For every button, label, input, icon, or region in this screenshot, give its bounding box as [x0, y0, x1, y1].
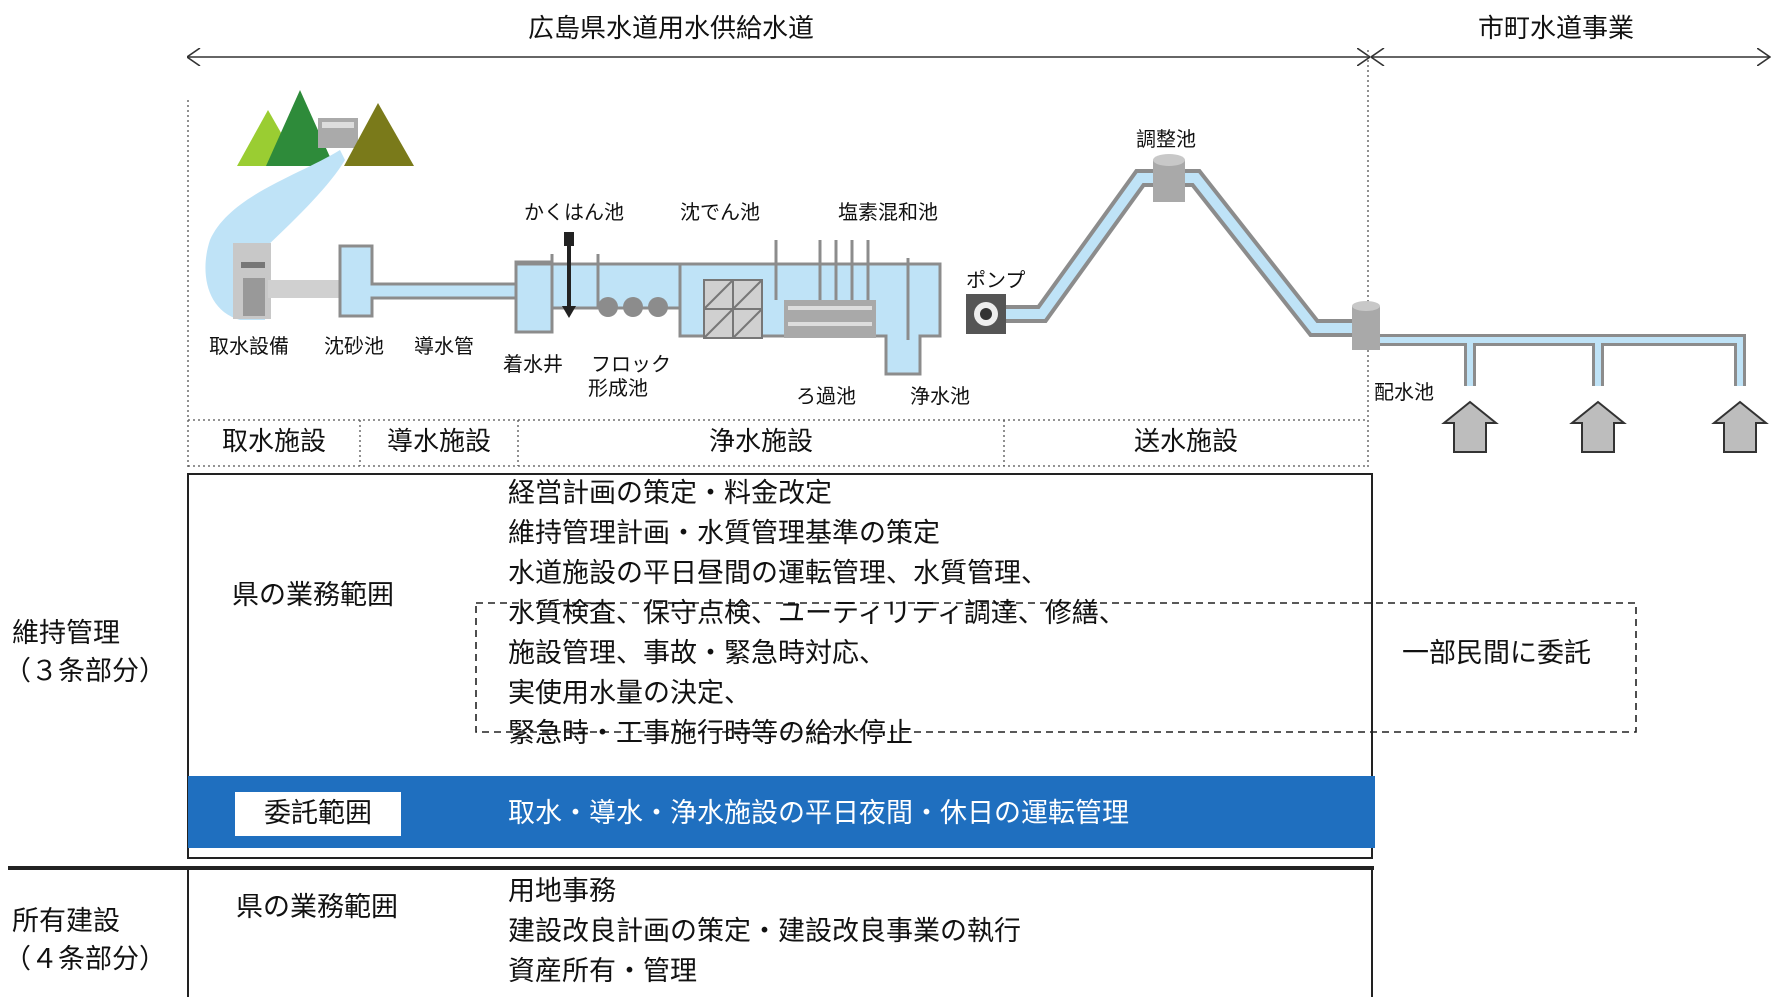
task-item: 維持管理計画・水質管理基準の策定	[508, 518, 940, 549]
outsourced-dashed-box	[475, 602, 1637, 733]
outsourced-note: 一部民間に委託	[1402, 638, 1591, 669]
task-item: 資産所有・管理	[508, 956, 697, 987]
contract-scope-text: 取水・導水・浄水施設の平日夜間・休日の運転管理	[508, 798, 1129, 829]
label-settling-basin: 沈砂池	[324, 334, 384, 358]
label-mixing-basin: かくはん池	[524, 200, 624, 224]
task-item: 水道施設の平日昼間の運転管理、水質管理、	[508, 558, 1048, 589]
section-transmission: 送水施設	[1133, 427, 1238, 457]
label-conduit: 導水管	[414, 334, 474, 358]
sedimentation-plates-icon	[703, 279, 763, 339]
maintenance-box	[187, 473, 1373, 859]
ownership-task-list: 用地事務 建設改良計画の策定・建設改良事業の執行 資産所有・管理	[508, 872, 1021, 992]
label-pump: ポンプ	[966, 268, 1026, 292]
mixer-icon	[562, 232, 576, 318]
task-item: 施設管理、事故・緊急時対応、	[508, 638, 886, 669]
task-item: 緊急時・工事施行時等の給水停止	[508, 718, 913, 749]
label-floc-basin-1: フロック	[591, 352, 671, 376]
maintenance-label-line2: （３条部分）	[4, 656, 166, 687]
label-filtration: ろ過池	[796, 384, 856, 408]
label-clear-water: 浄水池	[910, 384, 970, 408]
pump-icon	[966, 294, 1006, 334]
label-receiving-well: 着水井	[503, 352, 563, 376]
ownership-label-line1: 所有建設	[12, 906, 120, 937]
task-item: 経営計画の策定・料金改定	[508, 478, 832, 509]
maintenance-scope-label: 県の業務範囲	[232, 580, 394, 611]
label-distribution-reservoir: 配水池	[1374, 380, 1434, 404]
intake-building-icon	[233, 243, 340, 319]
ownership-scope-label: 県の業務範囲	[236, 892, 398, 923]
label-chlorine-mixing: 塩素混和池	[838, 200, 938, 224]
label-floc-basin-2: 形成池	[588, 376, 648, 400]
contract-scope-label: 委託範囲	[235, 792, 401, 836]
maintenance-label-line1: 維持管理	[12, 618, 120, 649]
section-conduit: 導水施設	[386, 427, 491, 457]
label-regulating-reservoir: 調整池	[1136, 127, 1196, 151]
mountains-icon	[237, 90, 414, 166]
filter-bed-icon	[784, 300, 876, 338]
ownership-label-line2: （４条部分）	[4, 944, 166, 975]
task-item: 水質検査、保守点検、ユーティリティ調達、修繕、	[508, 598, 1126, 629]
label-intake-equipment: 取水設備	[209, 334, 289, 358]
distribution-reservoir-icon	[1352, 301, 1380, 350]
section-intake: 取水施設	[221, 427, 326, 457]
prefecture-header: 広島県水道用水供給水道	[528, 14, 815, 44]
label-sedimentation: 沈でん池	[680, 200, 760, 224]
maintenance-task-list: 経営計画の策定・料金改定 維持管理計画・水質管理基準の策定 水道施設の平日昼間の…	[508, 474, 1126, 754]
task-item: 実使用水量の決定、	[508, 678, 751, 709]
task-item: 用地事務	[508, 876, 616, 907]
distribution-pipe	[1380, 334, 1746, 386]
municipal-header: 市町水道事業	[1478, 14, 1635, 44]
household-tap-icon	[1441, 400, 1769, 453]
section-purification: 浄水施設	[708, 427, 813, 457]
regulating-reservoir-icon	[1153, 154, 1185, 202]
task-item: 建設改良計画の策定・建設改良事業の執行	[508, 916, 1021, 947]
